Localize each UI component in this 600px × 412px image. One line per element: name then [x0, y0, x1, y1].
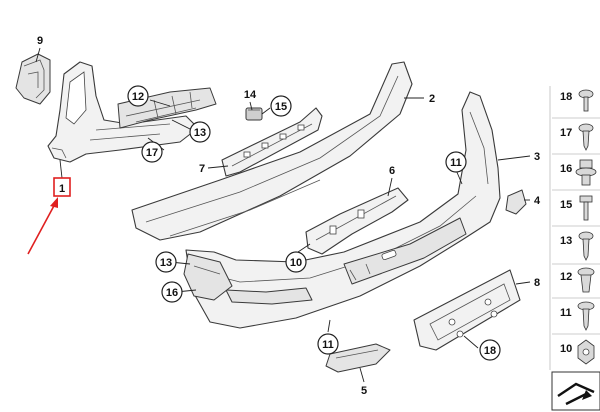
tapping-screw-icon	[578, 231, 594, 261]
legend-row-13: 13	[552, 231, 600, 265]
svg-text:10: 10	[290, 257, 302, 269]
label-6: 6	[389, 165, 395, 177]
legend-row-11: 11	[552, 301, 600, 335]
callout-13-lower: 13	[155, 251, 177, 273]
assembly-arrow-icon	[551, 371, 600, 411]
label-4: 4	[534, 195, 541, 207]
svg-text:16: 16	[166, 287, 178, 299]
svg-text:10: 10	[560, 343, 572, 355]
label-9: 9	[37, 35, 43, 47]
callouts-plain: 9 1 14 7 2 6 3 4 8 5	[37, 35, 541, 397]
part-5-reflector	[325, 343, 391, 373]
callout-10: 10	[285, 251, 307, 273]
part-3-bumper-cover	[185, 91, 501, 329]
label-7: 7	[199, 163, 205, 175]
legend-row-16: 16	[552, 159, 600, 191]
legend-row-17: 17	[552, 123, 600, 155]
label-1: 1	[59, 183, 65, 195]
callouts-circled: 12 13 17 15 11 10 13 16	[127, 85, 501, 361]
highlight-arrow-shaft	[27, 201, 57, 255]
part-14-clip	[245, 107, 263, 121]
part-16-corner-piece	[183, 253, 233, 301]
callout-11-upper: 11	[445, 151, 467, 173]
pan-head-screw-icon	[578, 123, 594, 151]
callout-15: 15	[270, 95, 292, 117]
svg-text:18: 18	[560, 91, 572, 103]
part-8-plate-mount	[413, 269, 521, 351]
part-4-end-clip	[505, 189, 527, 215]
callout-12: 12	[127, 85, 149, 107]
svg-text:11: 11	[450, 157, 462, 169]
part-1-carrier	[47, 61, 199, 163]
svg-text:13: 13	[560, 235, 572, 247]
label-3: 3	[534, 151, 540, 163]
leader-lines	[35, 47, 531, 383]
svg-text:11: 11	[560, 307, 572, 319]
highlight-part-1	[27, 177, 71, 255]
round-head-screw-icon	[578, 89, 594, 112]
highlight-box	[53, 177, 71, 197]
svg-text:15: 15	[275, 101, 287, 113]
svg-text:12: 12	[132, 91, 144, 103]
svg-text:11: 11	[322, 339, 334, 351]
fastener-legend: 18 17 16 15	[549, 86, 600, 411]
callout-11-lower: 11	[317, 333, 339, 355]
label-8: 8	[534, 277, 540, 289]
svg-text:13: 13	[194, 127, 206, 139]
label-14: 14	[244, 89, 257, 101]
svg-text:12: 12	[560, 271, 572, 283]
callout-18: 18	[479, 339, 501, 361]
part-9-bracket	[15, 53, 51, 105]
highlight-arrow-head	[50, 197, 58, 208]
hex-nut-icon	[577, 339, 595, 365]
legend-row-15: 15	[552, 195, 600, 227]
label-5: 5	[361, 385, 367, 397]
part-2-upper-trim	[131, 61, 413, 241]
label-2: 2	[429, 93, 435, 105]
part-12-carrier-bracket	[117, 87, 217, 129]
part-6-center-bracket	[305, 187, 409, 255]
svg-text:17: 17	[560, 127, 572, 139]
svg-text:13: 13	[160, 257, 172, 269]
legend-row-12: 12	[552, 267, 600, 299]
flange-nut-clip-icon	[575, 159, 597, 186]
svg-text:16: 16	[560, 163, 572, 175]
callout-13-upper: 13	[189, 121, 211, 143]
svg-text:18: 18	[484, 345, 496, 357]
svg-text:15: 15	[560, 199, 572, 211]
svg-text:17: 17	[146, 147, 158, 159]
legend-row-10: 10	[560, 339, 595, 365]
washer-screw-icon	[577, 301, 595, 331]
part-7-guide-rail	[221, 107, 323, 177]
callout-16: 16	[161, 281, 183, 303]
callout-17: 17	[141, 141, 163, 163]
legend-row-18: 18	[552, 89, 600, 119]
bolt-icon	[579, 195, 593, 221]
expanding-rivet-icon	[577, 267, 595, 293]
